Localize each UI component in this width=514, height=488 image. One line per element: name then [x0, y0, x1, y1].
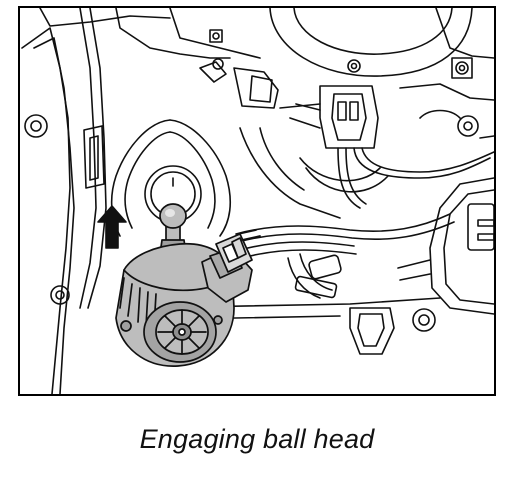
adjuster-motor — [115, 203, 261, 367]
reflector-body — [239, 103, 494, 219]
illustration-frame — [18, 6, 496, 396]
housing-left-wall — [21, 8, 107, 394]
figure-caption: Engaging ball head — [139, 424, 375, 454]
up-arrow-icon — [97, 205, 127, 249]
housing-top — [39, 8, 494, 149]
upper-cable-harness — [289, 103, 494, 209]
headlamp-assembly-diagram — [21, 8, 494, 394]
right-bracket — [349, 177, 494, 355]
